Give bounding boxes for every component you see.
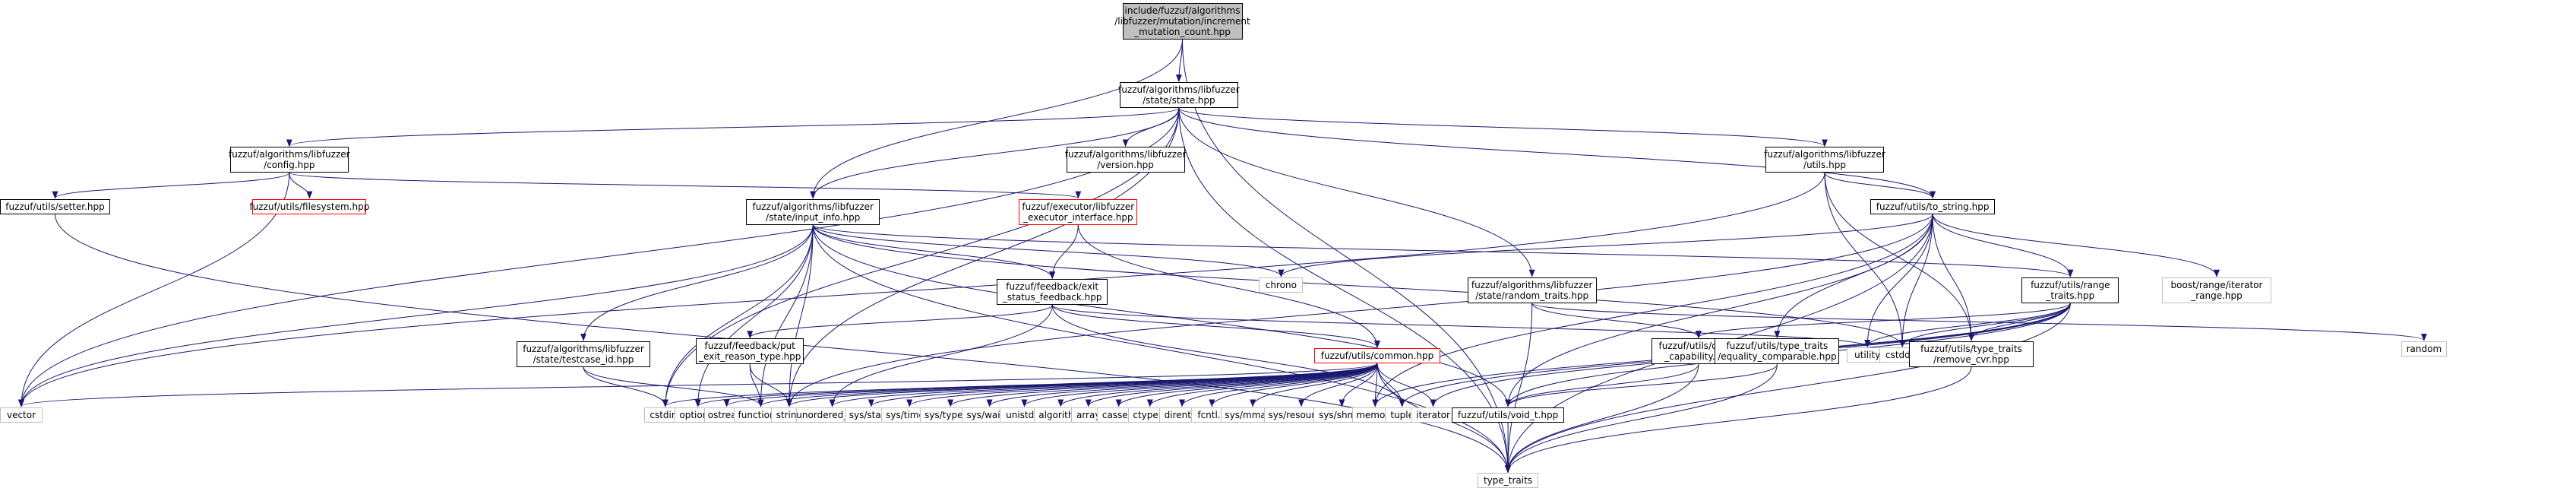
node-boost-range-iterator[interactable]: boost/range/iterator_range.hpp (2162, 277, 2271, 303)
edge-common-to-dirent (1179, 363, 1378, 407)
edge-input_info-to-string (785, 224, 814, 407)
edge-common-to-tuple (1377, 363, 1405, 407)
node-libfuzzer-testcase-id[interactable]: fuzzuf/algorithms/libfuzzer/state/testca… (517, 341, 650, 367)
edge-random_traits-to-check_capability (1531, 303, 1702, 339)
edge-check_capability-to-type_traits (1505, 364, 1699, 474)
edge-exit_status-to-put_exit_reason (747, 304, 1053, 339)
edge-range_traits-to-cstddef (1899, 303, 2071, 347)
edge-to_string-to-remove_cvr (1932, 214, 1974, 341)
node-libfuzzer-random-traits[interactable]: fuzzuf/algorithms/libfuzzer/state/random… (1467, 277, 1597, 303)
edge-root-to-input_info (810, 40, 1183, 199)
edge-config-to-setter (52, 172, 290, 199)
edge-input_info-to-chrono (812, 224, 1285, 277)
edge-exit_status-to-tuple (1051, 305, 1405, 407)
node-type-traits-remove-cvr[interactable]: fuzzuf/utils/type_traits/remove_cvr.hpp (1909, 341, 2034, 367)
node-libfuzzer-version[interactable]: fuzzuf/algorithms/libfuzzer/version.hpp (1065, 147, 1186, 173)
edge-exit_status-to-unordered_map (829, 305, 1053, 407)
edge-input_info-to-vector (18, 224, 814, 407)
node-utils-filesystem[interactable]: fuzzuf/utils/filesystem.hpp (249, 198, 369, 214)
edge-state-to-input_info (810, 108, 1180, 199)
edge-to_string-to-cstddef (1899, 214, 1933, 347)
edge-equality_comparable-to-void_t (1505, 364, 1778, 407)
edge-common-to-sys_mman (1250, 363, 1378, 407)
edge-common-to-sys_stat (868, 363, 1378, 407)
edge-root-to-type_traits (1182, 40, 1511, 474)
edge-input_info-to-range_traits (812, 224, 2073, 277)
edge-common-to-ctype (1146, 363, 1378, 407)
edge-to_string-to-range_traits (1932, 214, 2074, 277)
edge-check_capability-to-void_t (1505, 364, 1699, 407)
node-chrono[interactable]: chrono (1259, 277, 1304, 293)
node-utils-to-string[interactable]: fuzzuf/utils/to_string.hpp (1870, 198, 1996, 214)
edge-exit_status-to-common (1051, 304, 1380, 348)
edge-input_info-to-cstdint (662, 224, 814, 407)
node-libfuzzer-utils[interactable]: fuzzuf/algorithms/libfuzzer/utils.hpp (1764, 147, 1885, 173)
edge-common-to-cassert (1115, 363, 1378, 407)
edge-common-to-cstdint (662, 363, 1378, 407)
edge-state-to-random_traits (1178, 108, 1535, 277)
edge-range_traits-to-type_traits (1505, 303, 2071, 474)
edge-state-to-to_string (1178, 108, 1936, 199)
edge-remove_cvr-to-type_traits (1505, 366, 1972, 474)
edge-input_info-to-cstddef (812, 224, 1906, 347)
edge-common-to-unistd (1021, 363, 1378, 407)
node-utils-void-t[interactable]: fuzzuf/utils/void_t.hpp (1452, 407, 1565, 423)
edge-common-to-sys_resource (1298, 363, 1378, 407)
node-root-increment-mutation-count[interactable]: include/fuzzuf/algorithms/libfuzzer/muta… (1114, 3, 1250, 40)
edge-config-to-executor_interface (289, 172, 1081, 199)
node-type-traits[interactable]: type_traits (1478, 473, 1538, 489)
edge-input_info-to-functional (757, 224, 814, 407)
edge-common-to-memory (1372, 363, 1379, 407)
edge-common-to-sys_time (906, 363, 1378, 407)
edge-common-to-string (786, 363, 1378, 407)
edge-common-to-fcntl (1209, 363, 1378, 407)
edge-common-to-sys_shm (1339, 363, 1378, 407)
node-iterator[interactable]: iterator (1410, 407, 1456, 423)
edge-config-to-vector (18, 173, 290, 407)
edge-to_string-to-utility (1864, 214, 1933, 347)
edge-common-to-sys_wait (986, 363, 1378, 407)
edge-utils_hpp-to-to_string (1824, 173, 1936, 199)
node-feedback-exit-status[interactable]: fuzzuf/feedback/exit_status_feedback.hpp (997, 279, 1108, 306)
edge-to_string-to-string (786, 214, 1933, 407)
node-libfuzzer-state[interactable]: fuzzuf/algorithms/libfuzzer/state/state.… (1118, 82, 1240, 109)
edge-utils_hpp-to-cstddef (1824, 173, 1906, 347)
edge-range_traits-to-check_capability (1696, 303, 2071, 339)
node-random[interactable]: random (2401, 341, 2447, 357)
node-utils-range-traits[interactable]: fuzzuf/utils/range_traits.hpp (2021, 277, 2119, 303)
edge-state-to-config (286, 107, 1180, 147)
edge-common-to-iterator (1377, 363, 1437, 407)
node-vector[interactable]: vector (0, 407, 43, 423)
edge-random_traits-to-type_traits (1505, 303, 1533, 474)
edge-to_string-to-memory (1372, 214, 1933, 407)
edge-input_info-to-testcase_id (580, 224, 814, 341)
node-libfuzzer-input-info[interactable]: fuzzuf/algorithms/libfuzzer/state/input_… (746, 198, 880, 225)
edge-input_info-to-type_traits (812, 224, 1511, 474)
node-utils-setter[interactable]: fuzzuf/utils/setter.hpp (0, 198, 110, 214)
node-feedback-put-exit-reason[interactable]: fuzzuf/feedback/put_exit_reason_type.hpp (696, 338, 804, 365)
edge-input_info-to-exit_status (812, 224, 1056, 280)
node-type-traits-equality-comparable[interactable]: fuzzuf/utils/type_traits/equality_compar… (1715, 338, 1840, 365)
edge-executor_interface-to-common (1077, 224, 1380, 348)
edge-config-to-filesystem (289, 173, 313, 199)
edge-utils_hpp-to-vector (18, 173, 1825, 407)
node-utils-common[interactable]: fuzzuf/utils/common.hpp (1314, 348, 1440, 363)
edge-common-to-array (1085, 363, 1378, 407)
edge-equality_comparable-to-type_traits (1505, 364, 1778, 474)
node-libfuzzer-config[interactable]: fuzzuf/algorithms/libfuzzer/config.hpp (229, 147, 350, 173)
node-executor-interface[interactable]: fuzzuf/executor/libfuzzer_executor_inter… (1019, 198, 1138, 225)
edge-random_traits-to-random (1531, 303, 2427, 341)
edge-state-to-type_traits (1178, 108, 1511, 474)
edge-range_traits-to-utility (1864, 303, 2071, 347)
edge-to_string-to-chrono (1278, 214, 1933, 277)
edge-state-to-utils_hpp (1178, 107, 1828, 147)
edge-input_info-to-optional (694, 224, 814, 407)
edge-common-to-vector (18, 363, 1378, 407)
edge-input_info-to-void_t (812, 224, 1512, 407)
edge-common-to-sys_types (947, 363, 1378, 407)
edge-testcase_id-to-cstdint (583, 366, 668, 407)
edge-to_string-to-void_t (1505, 214, 1933, 407)
edge-to_string-to-boost_range (1932, 214, 2220, 277)
